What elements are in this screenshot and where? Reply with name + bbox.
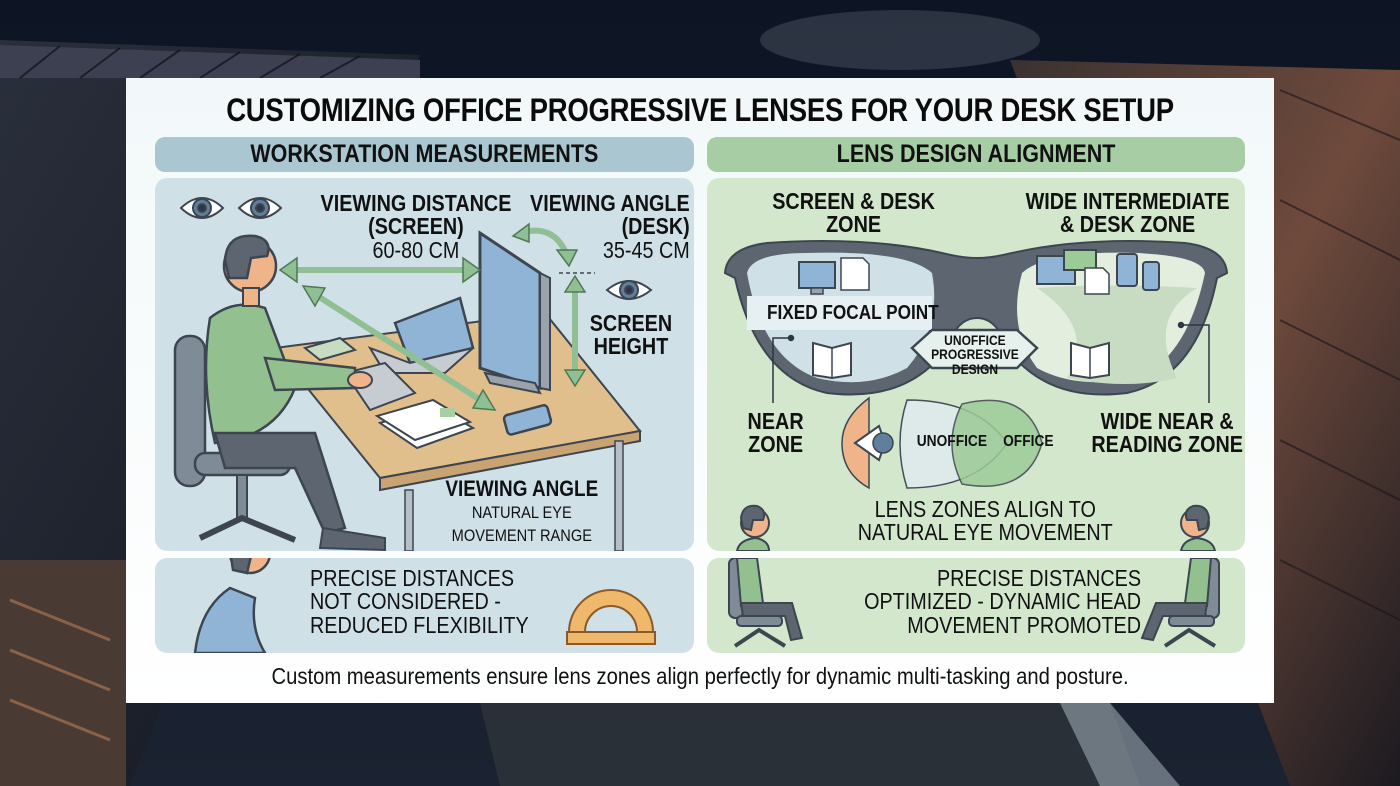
page-title: CUSTOMIZING OFFICE PROGRESSIVE LENSES FO… (226, 92, 1174, 128)
seated-person-right (1179, 504, 1217, 551)
seated-person-left (735, 504, 771, 551)
infographic-card: CUSTOMIZING OFFICE PROGRESSIVE LENSES FO… (126, 78, 1274, 703)
workstation-diagram-panel: VIEWING DISTANCE(SCREEN)60-80 CM VIEWING… (155, 178, 694, 551)
fixed-focal-point-label: FIXED FOCAL POINT (766, 302, 939, 324)
wide-near-reading-zone-label: WIDE NEAR &READING ZONE (1091, 408, 1243, 458)
eye-icon (179, 197, 283, 219)
leaning-person-illustration (193, 558, 656, 653)
caption: Custom measurements ensure lens zones al… (271, 663, 1129, 689)
glasses-illustration (723, 239, 1229, 551)
section-header-workstation: WORKSTATION MEASUREMENTS (155, 137, 694, 172)
seated-people-illustration (728, 558, 1220, 648)
section-header-lens-design: LENS DESIGN ALIGNMENT (707, 137, 1245, 172)
office-zone-label: OFFICE (1003, 433, 1054, 450)
workstation-illustration (173, 197, 653, 551)
unoffice-zone-label: UNOFFICE (916, 433, 988, 450)
protractor-icon (566, 589, 656, 645)
wide-intermediate-zone-label: WIDE INTERMEDIATE& DESK ZONE (1025, 188, 1230, 238)
viewing-distance-label: VIEWING DISTANCE(SCREEN)60-80 CM (320, 190, 512, 263)
viewing-angle-desk-label: VIEWING ANGLE(DESK)35-45 CM (530, 190, 690, 263)
